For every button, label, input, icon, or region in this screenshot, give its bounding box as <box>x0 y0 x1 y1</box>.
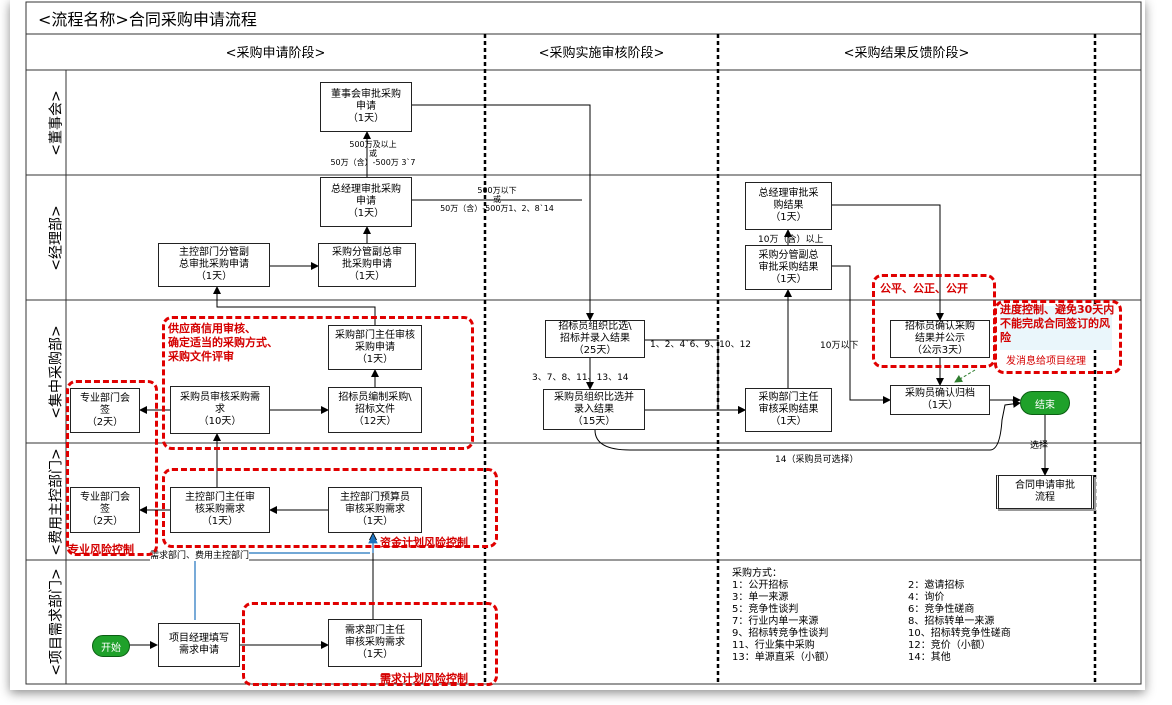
gm-approve-box: 总经理审批采购 申请 （1天） <box>320 177 412 227</box>
legend-item: 8、招标转单一来源 <box>908 616 995 627</box>
procurement-methods-legend: 采购方式： 1：公开招标 2：邀请招标 3：单一来源 4：询价 5：竞争性谈判 6：竞… <box>732 568 1092 664</box>
req-dir-box: 需求部门主任 审核采购需求 （1天） <box>328 619 422 667</box>
fund-risk-frame <box>162 468 498 548</box>
demand-risk-text: 需求计划风险控制 <box>380 672 468 685</box>
legend-item: 3：单一来源 <box>732 592 789 603</box>
pm-fill-box: 项目经理填写 需求申请 <box>158 623 240 667</box>
legend-item: 7：行业内单一来源 <box>732 616 819 627</box>
supplier-risk-text: 供应商信用审核、 确定适当的采购方式、 采购文件评审 <box>168 322 278 363</box>
legend-item: 11、行业集中采购 <box>732 640 815 651</box>
progress-risk-frame <box>994 300 1122 374</box>
label-below-10: 10万以下 <box>820 341 859 351</box>
ctrl-dir-box: 主控部门主任审 核采购需求 （1天） <box>170 487 270 533</box>
supplier-risk-frame <box>162 316 474 450</box>
dept-sign-box-1: 专业部门会 签 （2天） <box>70 388 140 433</box>
ctrl-vp-box: 主控部门分管副 总审批采购申请 （1天） <box>158 243 270 287</box>
phase-feedback: <采购结果反馈阶段> <box>843 46 970 61</box>
tender-confirm-box: 招标员确认采购 结果并公示 （公示3天） <box>890 320 990 358</box>
fair-risk-text: 公平、公正、公开 <box>880 282 968 295</box>
legend-item: 13：单源直采（小额） <box>732 652 835 663</box>
budget-review-box: 主控部门预算员 审核采购需求 （1天） <box>328 487 422 533</box>
proc-dir-approve-box: 采购部门主任审核 采购申请 （1天） <box>328 325 422 370</box>
phase-application: <采购申请阶段> <box>225 46 326 61</box>
board-approve-box: 董事会审批采购 申请 （1天） <box>320 82 412 132</box>
label-select: 选择 <box>1030 441 1049 451</box>
professional-risk-frame <box>66 380 158 556</box>
label-methods-b: 3、7、8、11、13、14 <box>532 373 629 383</box>
buyer-archive-box: 采购员确认归档 （1天） <box>890 385 990 415</box>
tender-compare-box: 招标员组织比选\ 招标并录入结果 （25天） <box>545 320 645 358</box>
end-node: 结束 <box>1020 391 1070 415</box>
legend-header: 采购方式： <box>732 568 782 579</box>
start-node: 开始 <box>92 635 130 657</box>
lane-demand: <项目需求部门> <box>49 568 65 676</box>
proc-dir-result-box: 采购部门主任 审核采购结果 （1天） <box>745 388 832 432</box>
fund-risk-text: 资金计划风险控制 <box>380 536 468 549</box>
legend-item: 4：询价 <box>908 592 945 603</box>
legend-item: 5：竞争性谈判 <box>732 604 799 615</box>
label-send-msg: 发消息给项目经理 <box>1006 356 1086 367</box>
legend-item: 12：竞价（小额） <box>908 640 991 651</box>
buyer-compare-box: 采购员组织比选并 录入结果 （15天） <box>543 389 645 430</box>
legend-item: 2：邀请招标 <box>908 580 965 591</box>
legend-item: 14：其他 <box>908 652 951 663</box>
tender-docs-box: 招标员编制采购\ 招标文件 （12天） <box>328 387 422 433</box>
flowchart-page: <流程名称>合同采购申请流程 <采购申请阶段> <采购实施审核阶段> <采购结果… <box>10 0 1145 690</box>
gm-result-box: 总经理审批采 购结果 （1天） <box>745 182 832 230</box>
buyer-review-box: 采购员审核采购需 求 （10天） <box>170 386 270 434</box>
label-above-10: 10万（含）以上 <box>758 235 824 245</box>
phase-implementation: <采购实施审核阶段> <box>538 46 665 61</box>
legend-item: 1：公开招标 <box>732 580 789 591</box>
progress-risk-text: 进度控制、避免30天内 不能完成合同签订的风 险 <box>1000 303 1115 344</box>
professional-risk-text: 专业风险控制 <box>68 543 134 556</box>
label-optional: 14（采购员可选择） <box>775 455 859 465</box>
legend-item: 9、招标转竞争性谈判 <box>732 628 829 639</box>
proc-vp-result-box: 采购分管副总 审批采购结果 （1天） <box>745 245 832 290</box>
progress-risk-bg <box>1000 306 1112 350</box>
lane-board: <董事会> <box>49 89 65 156</box>
lane-manager: <经理部> <box>49 204 65 271</box>
label-req-to-ctrl: 需求部门、费用主控部门 <box>150 548 250 561</box>
label-below-500: 500万以下 或 50万（含）-500万1、2、8`14 <box>440 186 554 213</box>
contract-flow-box: 合同申请审批 流程 <box>996 475 1094 509</box>
page-title: <流程名称>合同采购申请流程 <box>38 10 257 29</box>
label-methods-a: 1、2、4`6、9、10、12 <box>650 340 752 350</box>
proc-vp-box: 采购分管副总审 批采购申请 （1天） <box>318 243 416 287</box>
label-above-500: 500万及以上 或 50万（含）-500万 3`7 <box>330 140 416 167</box>
dept-sign-box-2: 专业部门会 签 （2天） <box>70 487 140 533</box>
legend-item: 6：竞争性磋商 <box>908 604 975 615</box>
demand-risk-frame <box>242 602 498 686</box>
legend-item: 10、招标转竞争性磋商 <box>908 628 1011 639</box>
